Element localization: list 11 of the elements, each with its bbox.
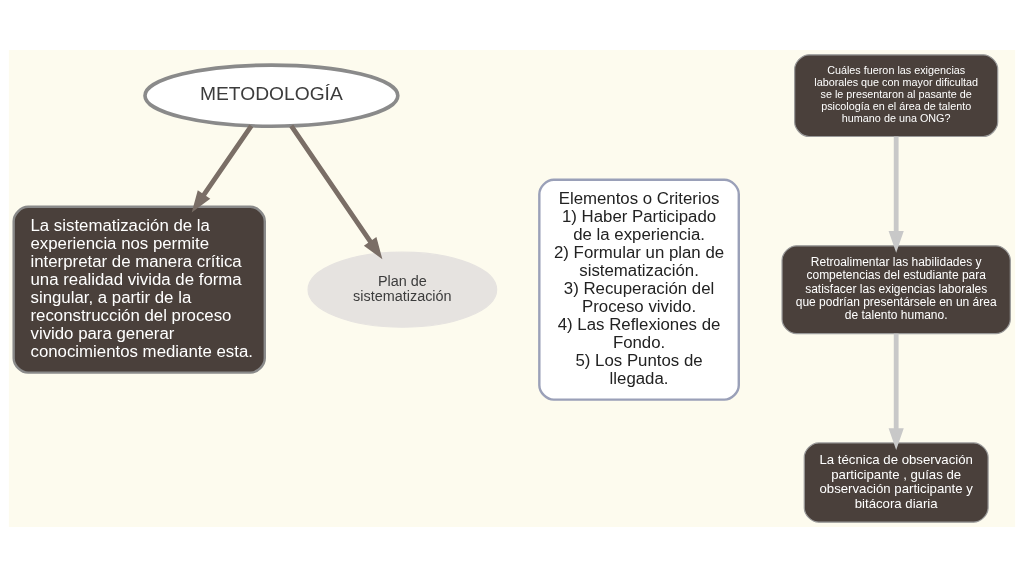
arrow: [888, 333, 904, 450]
arrow: [191, 124, 254, 212]
arrow: [289, 124, 383, 259]
arrow: [888, 136, 904, 253]
node-box: La técnica de observación participante , guías de observación participante y bitácora diaria: [803, 441, 989, 523]
node-ellipse: METODOLOGÍA: [143, 62, 400, 128]
node-box: La sistematización de la experiencia nos permite interpretar de manera crítica una realidad vivida de forma singular, a partir de la reconstrucción del proceso vivido para generar conocimientos mediante esta.: [12, 205, 266, 374]
node-box: Cuáles fueron las exigencias laborales que con mayor dificultad se le presentaron al pasante de psicología en el área de talento humano de una ONG?: [794, 53, 999, 137]
node-box: Elementos o Criterios 1) Haber Participado de la experiencia. 2) Formular un plan de sistematización. 3) Recuperación del Proceso vivido. 4) Las Reflexiones de Fondo. 5) Los Puntos de llegada.: [538, 178, 740, 401]
node-ellipse: Plan de sistematización: [307, 251, 498, 328]
node-box: Retroalimentar las habilidades y competencias del estudiante para satisfacer las exigencias laborales que podrían presentársele en un área de talento humano.: [781, 244, 1011, 334]
